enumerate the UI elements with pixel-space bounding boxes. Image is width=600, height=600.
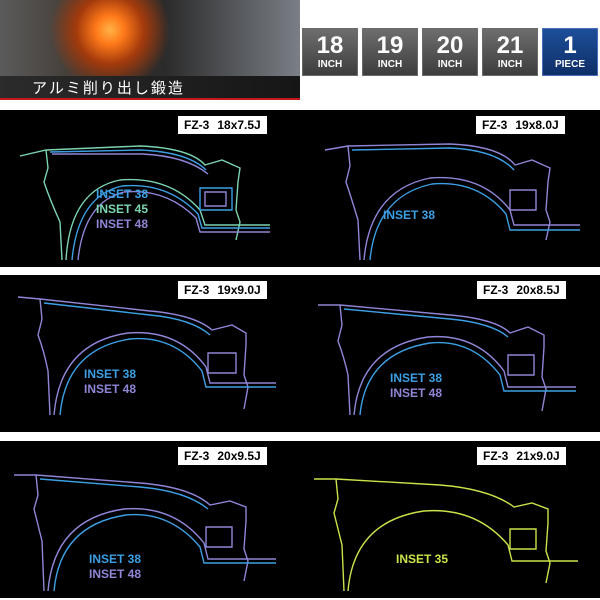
badge-number: 18 — [316, 32, 344, 59]
profile-card-21x9-0j: FZ-3 21x9.0J INSET 35 — [300, 441, 600, 598]
inset-label: INSET 38 — [96, 187, 149, 201]
profile-card-20x9-5j: FZ-3 20x9.5J INSET 38 INSET 48 — [0, 441, 300, 598]
spec-label: FZ-3 19x8.0J — [476, 116, 565, 134]
wheel-size: 18x7.5J — [217, 118, 261, 132]
spec-label: FZ-3 18x7.5J — [178, 116, 267, 134]
rim-profile-diagram — [14, 474, 276, 592]
rim-profile-diagram — [324, 143, 580, 261]
model-code: FZ-3 — [483, 449, 509, 463]
inset-list: INSET 38 INSET 48 — [84, 367, 136, 397]
badge-number: 1 — [563, 32, 577, 59]
model-code: FZ-3 — [483, 283, 509, 297]
inset-list: INSET 38 INSET 45 INSET 48 — [96, 187, 148, 232]
model-code: FZ-3 — [184, 118, 210, 132]
inset-label: INSET 38 — [383, 208, 436, 222]
spec-label: FZ-3 20x8.5J — [477, 281, 566, 299]
badge-unit: INCH — [437, 59, 463, 70]
rim-profile-diagram — [318, 304, 576, 416]
profile-row-2: FZ-3 19x9.0J INSET 38 INSET 48 FZ-3 20x8.5… — [0, 275, 600, 432]
inset-label: INSET 48 — [96, 217, 149, 231]
spec-label: FZ-3 19x9.0J — [178, 281, 267, 299]
spec-label: FZ-3 20x9.5J — [178, 447, 267, 465]
profile-card-20x8-5j: FZ-3 20x8.5J INSET 38 INSET 48 — [300, 275, 600, 432]
size-badge-19: 19 INCH — [362, 28, 418, 76]
inset-label: INSET 48 — [84, 382, 137, 396]
inset-list: INSET 38 INSET 48 — [89, 552, 141, 582]
rim-profile-diagram — [314, 478, 578, 592]
forging-banner: アルミ削り出し鍛造 — [0, 0, 300, 100]
profile-row-3: FZ-3 20x9.5J INSET 38 INSET 48 FZ-3 21x9.0… — [0, 441, 600, 598]
badge-number: 20 — [436, 32, 464, 59]
inset-label: INSET 38 — [89, 552, 142, 566]
wheel-size: 21x9.0J — [516, 449, 560, 463]
inset-label: INSET 48 — [89, 567, 142, 581]
wheel-size: 19x8.0J — [515, 118, 559, 132]
profile-card-19x8-0j: FZ-3 19x8.0J INSET 38 — [300, 110, 600, 267]
wheel-size: 19x9.0J — [217, 283, 261, 297]
inset-list: INSET 38 — [383, 208, 435, 223]
badge-unit: PIECE — [554, 59, 585, 70]
inset-label: INSET 35 — [396, 552, 449, 566]
badge-number: 19 — [376, 32, 404, 59]
badge-unit: INCH — [497, 59, 523, 70]
piece-badge: 1 PIECE — [542, 28, 598, 76]
banner-divider — [0, 98, 300, 100]
spec-label: FZ-3 21x9.0J — [477, 447, 566, 465]
inset-list: INSET 35 — [396, 552, 448, 567]
wheel-size: 20x9.5J — [217, 449, 261, 463]
profile-row-1: FZ-3 18x7.5J INSET 38 INSET 45 INSET 48 F… — [0, 110, 600, 267]
size-badge-20: 20 INCH — [422, 28, 478, 76]
profile-card-18x7-5j: FZ-3 18x7.5J INSET 38 INSET 45 INSET 48 — [0, 110, 300, 267]
rim-profile-diagram — [17, 296, 276, 416]
model-code: FZ-3 — [184, 283, 210, 297]
wheel-size: 20x8.5J — [516, 283, 560, 297]
rim-profile-diagram — [19, 145, 270, 261]
badge-unit: INCH — [317, 59, 343, 70]
badge-number: 21 — [496, 32, 524, 59]
profile-card-19x9-0j: FZ-3 19x9.0J INSET 38 INSET 48 — [0, 275, 300, 432]
inset-label: INSET 48 — [390, 386, 443, 400]
size-badge-21: 21 INCH — [482, 28, 538, 76]
inset-label: INSET 45 — [96, 202, 149, 216]
model-code: FZ-3 — [184, 449, 210, 463]
inset-label: INSET 38 — [84, 367, 137, 381]
forging-photo — [0, 0, 300, 76]
inset-list: INSET 38 INSET 48 — [390, 371, 442, 401]
size-badge-18: 18 INCH — [302, 28, 358, 76]
size-badges: 18 INCH 19 INCH 20 INCH 21 INCH 1 PIECE — [302, 28, 600, 78]
banner-caption: アルミ削り出し鍛造 — [0, 76, 300, 100]
inset-label: INSET 38 — [390, 371, 443, 385]
badge-unit: INCH — [377, 59, 403, 70]
model-code: FZ-3 — [482, 118, 508, 132]
